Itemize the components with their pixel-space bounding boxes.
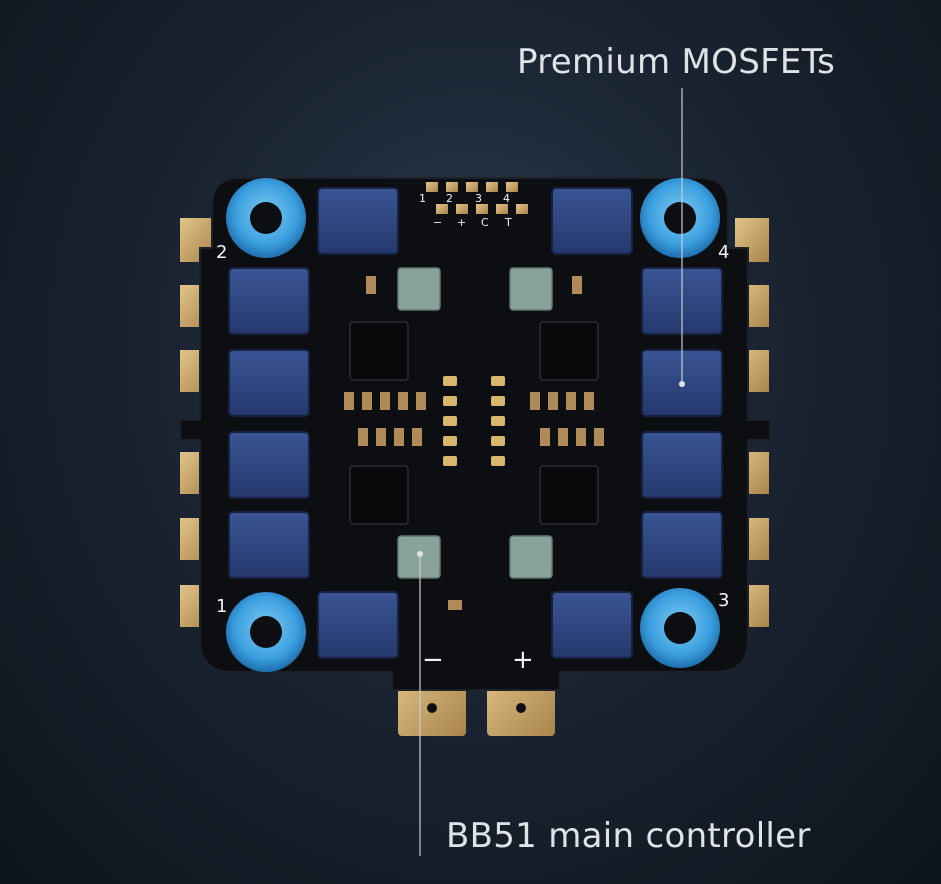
motor-label-2: 2 (216, 242, 227, 263)
mosfet (228, 349, 310, 417)
signal-pads-top (426, 182, 528, 214)
mosfet (551, 591, 633, 659)
pcb-body (179, 177, 771, 691)
pad-label: 2 (446, 192, 453, 205)
mosfet (317, 187, 399, 255)
mosfet (228, 267, 310, 335)
center-test-pads (443, 376, 505, 466)
mosfet (317, 591, 399, 659)
callout-dot-mosfet (679, 381, 685, 387)
motor-label-3: 3 (718, 590, 729, 611)
passive-components (344, 276, 604, 610)
mosfets (228, 187, 723, 659)
controller-chips (397, 267, 553, 579)
pad-label: + (457, 216, 466, 229)
pad-label: 4 (503, 192, 510, 205)
callout-bb51-controller: BB51 main controller (446, 816, 811, 856)
callout-premium-mosfets: Premium MOSFETs (517, 42, 836, 82)
driver-ics (349, 321, 599, 525)
pad-label: T (504, 216, 512, 229)
pad-label: − (433, 216, 442, 229)
callout-dot-controller (417, 551, 423, 557)
mosfet (641, 511, 723, 579)
power-minus-label: − (422, 645, 444, 675)
motor-label-4: 4 (718, 242, 729, 263)
motor-label-1: 1 (216, 596, 227, 617)
callout-lines (419, 88, 683, 856)
mosfet (228, 431, 310, 499)
mosfet (551, 187, 633, 255)
pad-label: 1 (419, 192, 426, 205)
mosfet (228, 511, 310, 579)
pad-label: C (481, 216, 489, 229)
mosfet (641, 431, 723, 499)
power-plus-label: + (512, 645, 534, 675)
mounting-grommets (226, 178, 720, 672)
pad-label: 3 (475, 192, 482, 205)
